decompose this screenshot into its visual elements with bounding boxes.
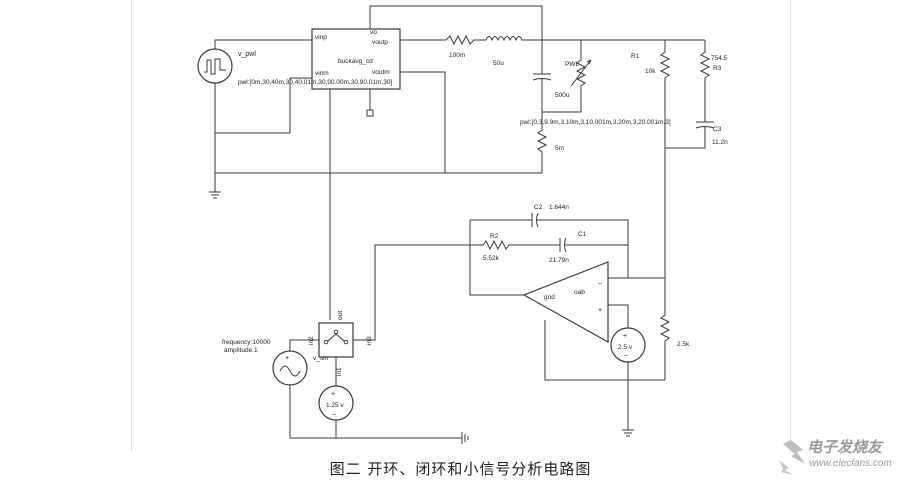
capacitor-c3 (665, 121, 715, 149)
pwl-r-label: PWL (565, 61, 579, 68)
capacitor-500u (532, 40, 552, 112)
plus-sign: + (598, 307, 602, 314)
watermark-url: www.elecfans.com (809, 458, 892, 469)
vinm-label: vinm (315, 70, 329, 77)
buckavg-block (311, 28, 401, 90)
in1-label: in1 (336, 367, 343, 376)
resistor-2-5k (659, 278, 671, 380)
r-bottom-label: 2.5k (677, 341, 690, 348)
pwl-left-label: pwl:[0m,30,40m,30,40.01m,30,90.00m,30,90… (238, 79, 392, 86)
block-name-label: buckavg_cd (338, 58, 373, 65)
amp-label: amplitude:1 (224, 347, 258, 354)
r2-name-label: R2 (490, 233, 499, 240)
oa-name-label: oab (574, 289, 585, 296)
elecfans-logo-icon (779, 440, 805, 475)
pwl-arrow (570, 59, 592, 87)
r1-name-label: R1 (631, 53, 640, 60)
dc-minus: − (332, 412, 336, 419)
c2-name-label: C2 (534, 204, 543, 211)
resistor-r1 (659, 40, 671, 278)
r2-val-label: 5.52k (483, 255, 500, 262)
watermark: 电子发烧友 www.elecfans.com (773, 434, 913, 478)
minus-sign: − (598, 281, 602, 288)
wire (214, 39, 312, 49)
freq-label: frequency:10000 (222, 339, 271, 346)
in3-label: in3 (366, 336, 373, 345)
left-border (131, 0, 132, 452)
out-label: out (337, 311, 344, 320)
voutp-label: voutp (372, 39, 388, 46)
inductor-50u (485, 36, 542, 42)
r-esr-label: 5m (555, 145, 564, 152)
right-border (790, 0, 791, 452)
r3-name-label: R3 (713, 65, 722, 72)
c3-val-label: 11.2n (712, 139, 728, 146)
voutm-label: voutm (372, 69, 390, 76)
c-out-label: 500u (555, 92, 570, 99)
wire (214, 77, 312, 173)
vref-plus: + (623, 333, 627, 340)
wire (289, 385, 462, 439)
ground-symbol (209, 173, 221, 199)
vsin-label: v_sin (313, 355, 329, 362)
vref-label: 2.5 v (618, 344, 633, 351)
resistor-r3 (699, 40, 711, 122)
switch-block (318, 322, 354, 358)
wire (608, 304, 629, 328)
pwl-variable-resistor (542, 40, 587, 113)
v125-label: 1.25 v (326, 402, 344, 409)
sine-plus: + (285, 355, 289, 362)
vo-label: vo (370, 29, 377, 36)
capacitor-c2 (470, 212, 629, 278)
sine-wave-icon (279, 365, 301, 377)
wire (353, 338, 376, 341)
oa-gnd-label: gnd (544, 294, 555, 301)
l-series-label: 50u (493, 60, 504, 67)
r-series-label: 100m (449, 52, 465, 59)
wire (544, 320, 665, 381)
c1-name-label: C1 (578, 231, 587, 238)
wire (374, 244, 470, 338)
wire (289, 339, 319, 351)
dc-plus: + (331, 391, 335, 398)
switch-contacts (327, 333, 345, 342)
circuit-schematic: v_pwl pwl:[0m,30,40m,30,40.01m,30,90.00m… (197, 5, 728, 444)
resistor-100m (445, 34, 486, 46)
ground-symbol (622, 362, 634, 437)
vinp-label: vinp (315, 34, 327, 41)
c3-name-label: C3 (713, 126, 722, 133)
in2-label: in2 (308, 336, 315, 345)
c2-val-label: 1.644n (549, 204, 569, 211)
pwl-right-label: pwl:[0,3,9.9m,3,10m,3,10.001m,3,20m,3,20… (520, 119, 671, 126)
r3-val-label: 754.5 (711, 55, 728, 62)
control-pin (366, 89, 374, 117)
resistor-5m (445, 112, 548, 174)
figure-caption: 图二 开环、闭环和小信号分析电路图 (329, 460, 592, 478)
v-pwl-label: v_pwl (238, 51, 256, 58)
watermark-name: 电子发烧友 (807, 438, 883, 456)
ground-symbol (461, 432, 469, 444)
sine-source (272, 350, 308, 386)
capacitor-c1 (559, 237, 628, 253)
wire (369, 5, 543, 40)
resistor-r2 (470, 239, 560, 251)
opamp-oab (522, 261, 609, 344)
c1-val-label: 21.79n (549, 257, 569, 264)
pwl-voltage-source (197, 48, 233, 84)
r1-val-label: 10k (645, 68, 656, 75)
vref-minus: − (624, 353, 628, 360)
